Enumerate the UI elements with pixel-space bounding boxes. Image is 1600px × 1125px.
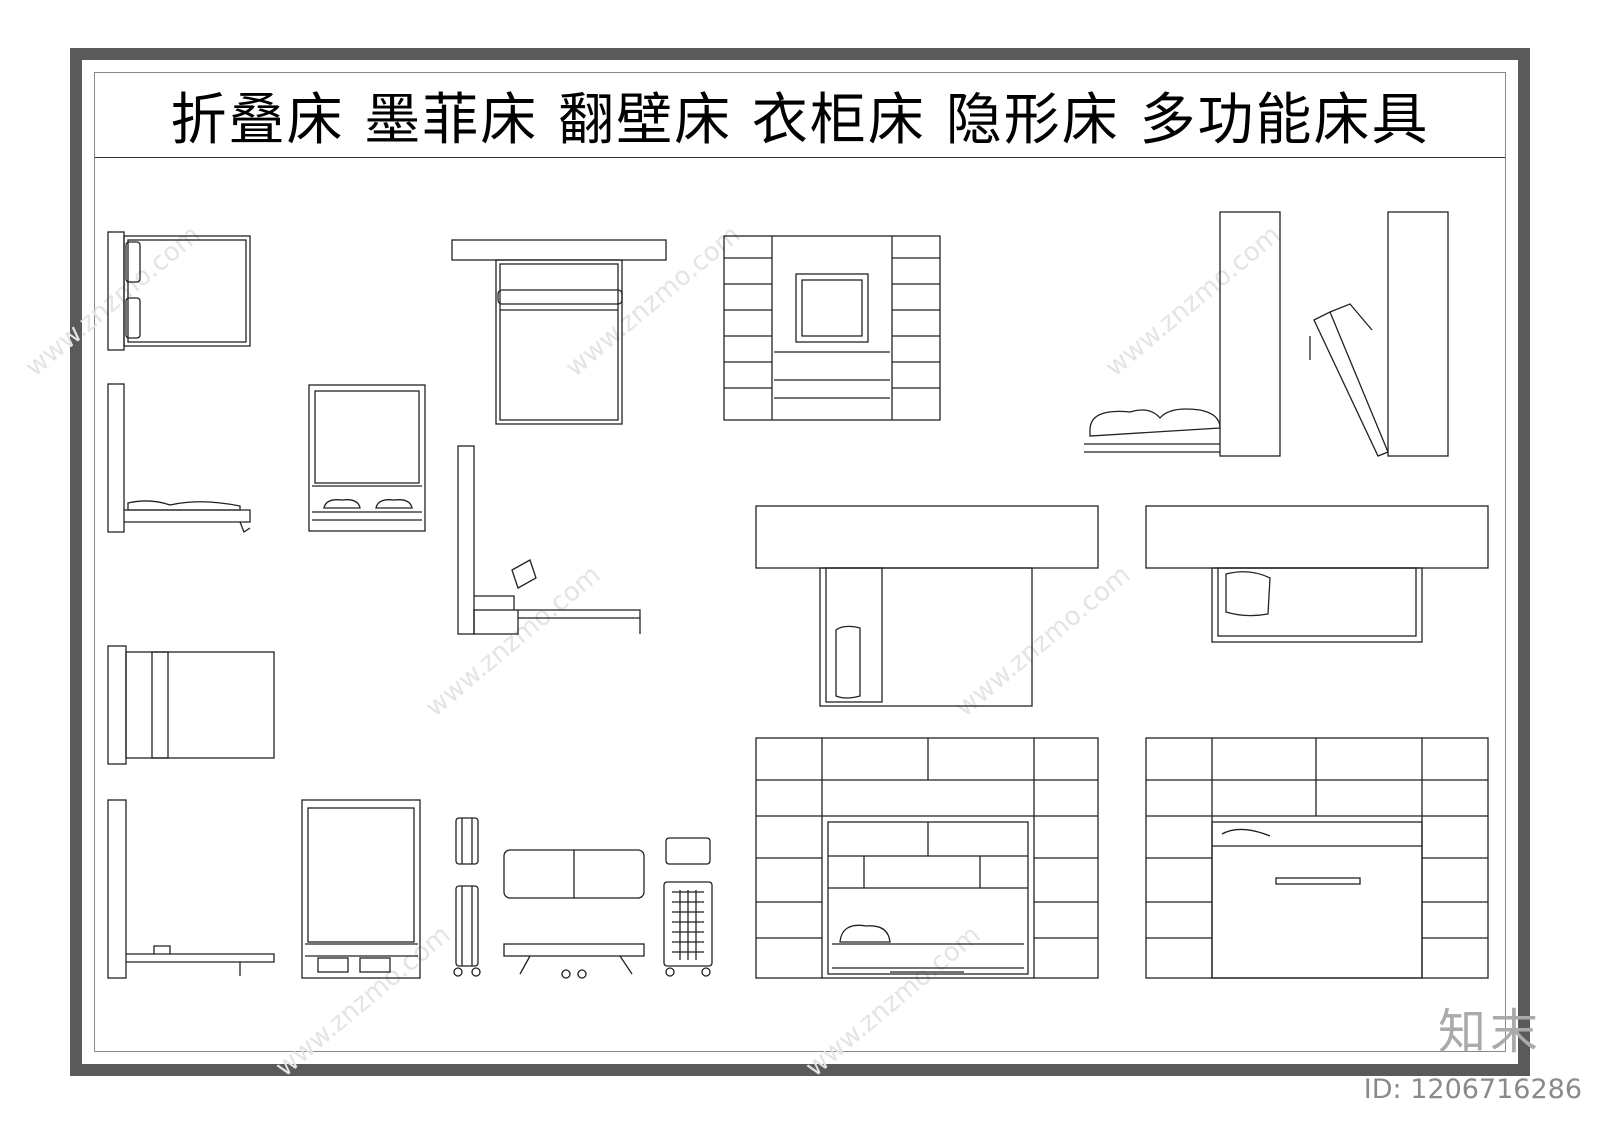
sofa-bed-side [457,445,641,635]
folding-bed-plan-2 [107,645,275,765]
folding-bed-plan-top [107,231,251,351]
title-bar: 折叠床 墨菲床 翻壁床 衣柜床 隐形床 多功能床具 [95,73,1505,158]
wardrobe-bed-elevation-open [755,737,1099,979]
folding-bed-side-2 [107,799,275,979]
double-bed-plan-with-headboard [451,239,667,425]
ottoman-bed-plan [503,849,645,899]
drawing-frame: 折叠床 墨菲床 翻壁床 衣柜床 隐形床 多功能床具 [70,48,1530,1076]
desk-wall-bed-plan [1145,505,1489,643]
brand-logo: 知末 [1437,1004,1542,1060]
wall-bed-cabinet-front [723,235,941,421]
murphy-bed-front-tall [301,799,421,979]
folding-cot-side-parts [453,817,481,977]
rolling-cot-front [663,837,713,977]
folding-bed-side-open [107,383,251,533]
murphy-bed-front-small [308,384,426,532]
ottoman-bed-side [503,943,645,979]
sofa-wall-bed-plan [755,505,1099,707]
drawing-sheet: 折叠床 墨菲床 翻壁床 衣柜床 隐形床 多功能床具 [94,72,1506,1052]
image-id-label: ID: 1206716286 [1363,1074,1582,1105]
wardrobe-bed-elevation-closed [1145,737,1489,979]
murphy-bed-side-folding [1309,211,1449,457]
murphy-bed-side-open [1084,211,1281,457]
page-title: 折叠床 墨菲床 翻壁床 衣柜床 隐形床 多功能床具 [170,87,1430,153]
